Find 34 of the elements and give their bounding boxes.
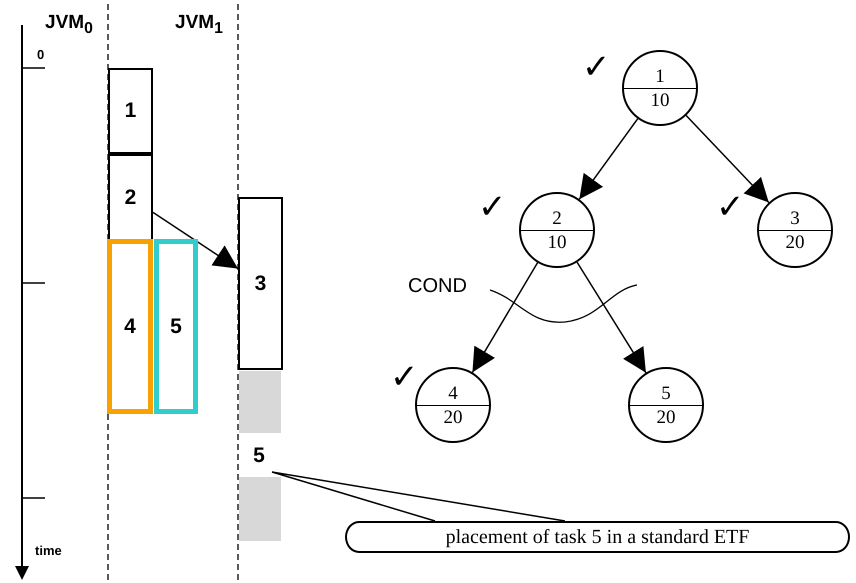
task-cost: 10 (546, 233, 568, 253)
task-block: 1 (108, 68, 153, 154)
task-cost: 20 (784, 233, 806, 253)
task-cost: 20 (442, 408, 464, 428)
lane-heading: JVM$_{0}$ (45, 12, 93, 38)
arrow (576, 262, 647, 374)
task-id: 4 (447, 384, 459, 404)
callout-bubble: placement of task 5 in a standard ETF (345, 521, 850, 553)
task-cost: 10 (650, 91, 670, 111)
check-mark: ✓ (582, 50, 610, 84)
task-block: 4 (107, 239, 153, 414)
task-id: 1 (654, 67, 666, 87)
check-mark: ✓ (478, 190, 506, 224)
arrow (686, 115, 770, 203)
task-id: 5 (660, 384, 672, 404)
task-block: 3 (238, 197, 283, 370)
check-mark: ✓ (716, 190, 744, 224)
arrow (578, 118, 638, 200)
task-id: 3 (789, 209, 801, 229)
task-number: 5 (244, 440, 274, 472)
task-block: 2 (108, 154, 153, 241)
task-block: 5 (154, 239, 198, 414)
axis-label: time (35, 543, 62, 558)
task-id: 2 (551, 209, 563, 229)
shaded-slot (239, 477, 281, 541)
condition-label: COND (408, 275, 467, 298)
shaded-slot (239, 371, 281, 433)
task-cost: 20 (656, 408, 676, 428)
callout-tail (271, 471, 566, 522)
lane-heading: JVM$_{1}$ (175, 12, 223, 38)
arrow (472, 262, 538, 373)
check-mark: ✓ (390, 360, 418, 394)
axis-tick-label: 0 (37, 47, 44, 62)
arrow (152, 212, 238, 270)
